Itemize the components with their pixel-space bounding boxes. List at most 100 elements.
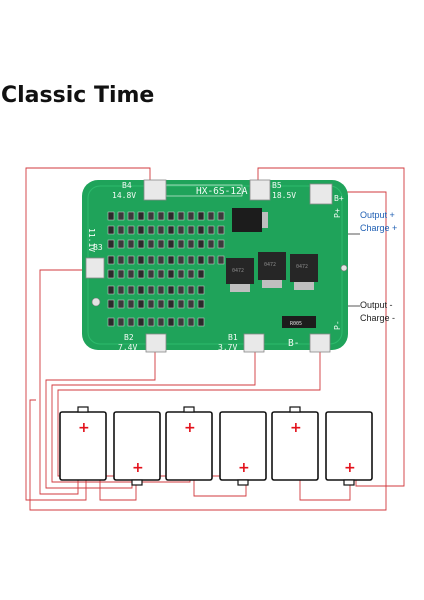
wire-b5 [257, 167, 405, 487]
battery-terminal [77, 406, 89, 413]
smd-part [167, 299, 175, 309]
smd-part [207, 225, 215, 235]
smd-part [197, 239, 205, 249]
label-output-minus: Output - [360, 300, 393, 310]
sense-resistor-label: R005 [290, 321, 302, 327]
pad-bminus [309, 333, 331, 353]
smd-part [117, 211, 125, 221]
battery-cell: + [59, 406, 107, 481]
regulator-chip [232, 208, 262, 232]
smd-part [167, 239, 175, 249]
regulator-tab [262, 212, 268, 228]
battery-plus-mark: + [184, 420, 196, 436]
smd-part [197, 255, 205, 265]
pad-pminus-label: P- [333, 320, 342, 330]
battery-cell: + [325, 411, 373, 486]
smd-part [127, 285, 135, 295]
smd-part [217, 211, 225, 221]
smd-part [167, 255, 175, 265]
smd-part [127, 269, 135, 279]
smd-part [177, 211, 185, 221]
smd-part [107, 211, 115, 221]
pad-b1-voltage: 3.7V [218, 343, 237, 352]
battery-plus-mark: + [238, 460, 250, 476]
pad-b5-voltage: 18.5V [272, 191, 296, 200]
smd-part [117, 317, 125, 327]
battery-cell: + [113, 411, 161, 486]
smd-part [197, 317, 205, 327]
smd-part [157, 255, 165, 265]
smd-part [207, 239, 215, 249]
via-left [91, 297, 101, 307]
battery-plus-mark: + [132, 460, 144, 476]
smd-part [177, 285, 185, 295]
pad-bminus-label: B- [288, 338, 299, 349]
smd-part [157, 211, 165, 221]
pad-b4-voltage: 14.8V [112, 191, 136, 200]
smd-part [217, 255, 225, 265]
smd-part [197, 299, 205, 309]
smd-part [117, 239, 125, 249]
pad-bplus-label: B+ [334, 194, 344, 203]
smd-part [117, 299, 125, 309]
battery-plus-mark: + [344, 460, 356, 476]
battery-cells: ++++++ [59, 406, 373, 486]
smd-part [187, 211, 195, 221]
smd-part [177, 255, 185, 265]
smd-part [117, 285, 125, 295]
smd-part [187, 317, 195, 327]
pad-b3 [85, 257, 105, 279]
pad-b5-name: B5 [272, 181, 282, 190]
smd-part [127, 255, 135, 265]
mosfet-a: 0472 [226, 258, 254, 292]
smd-part [197, 211, 205, 221]
smd-part [197, 285, 205, 295]
smd-part [157, 317, 165, 327]
smd-part [187, 225, 195, 235]
smd-part [147, 225, 155, 235]
battery-terminal [183, 406, 195, 413]
brand-title: Classic Time [1, 83, 154, 108]
smd-part [187, 299, 195, 309]
smd-part [137, 255, 145, 265]
mosfet-c-label: 0472 [296, 264, 308, 270]
smd-part [137, 317, 145, 327]
smd-components [107, 211, 225, 327]
battery-cell: + [219, 411, 267, 486]
pad-b4 [143, 179, 167, 201]
smd-part [177, 225, 185, 235]
via-right [340, 264, 348, 272]
smd-part [137, 239, 145, 249]
smd-part [107, 269, 115, 279]
smd-part [127, 299, 135, 309]
battery-terminal [343, 479, 355, 486]
wire-link-3 [299, 480, 351, 501]
board-model: HX-6S-12A [196, 186, 248, 197]
smd-part [167, 285, 175, 295]
smd-part [177, 299, 185, 309]
smd-part [197, 269, 205, 279]
smd-part [127, 211, 135, 221]
smd-part [107, 317, 115, 327]
mosfet-b: 0472 [258, 252, 286, 288]
smd-part [147, 239, 155, 249]
pad-b2 [145, 333, 167, 353]
mosfet-b-label: 0472 [264, 262, 276, 268]
wire-b1 [51, 345, 256, 483]
smd-part [147, 211, 155, 221]
smd-part [137, 285, 145, 295]
mosfet-c: 0472 [290, 254, 318, 290]
smd-part [177, 239, 185, 249]
smd-part [167, 211, 175, 221]
smd-part [107, 239, 115, 249]
pad-b2-name: B2 [124, 333, 134, 342]
smd-part [147, 269, 155, 279]
smd-part [117, 269, 125, 279]
smd-part [147, 299, 155, 309]
label-charge-plus: Charge + [360, 223, 397, 233]
smd-part [127, 225, 135, 235]
smd-part [157, 239, 165, 249]
wire-frame-bottom [29, 399, 330, 511]
pad-b4-name: B4 [122, 181, 132, 190]
sense-resistor [282, 316, 316, 328]
